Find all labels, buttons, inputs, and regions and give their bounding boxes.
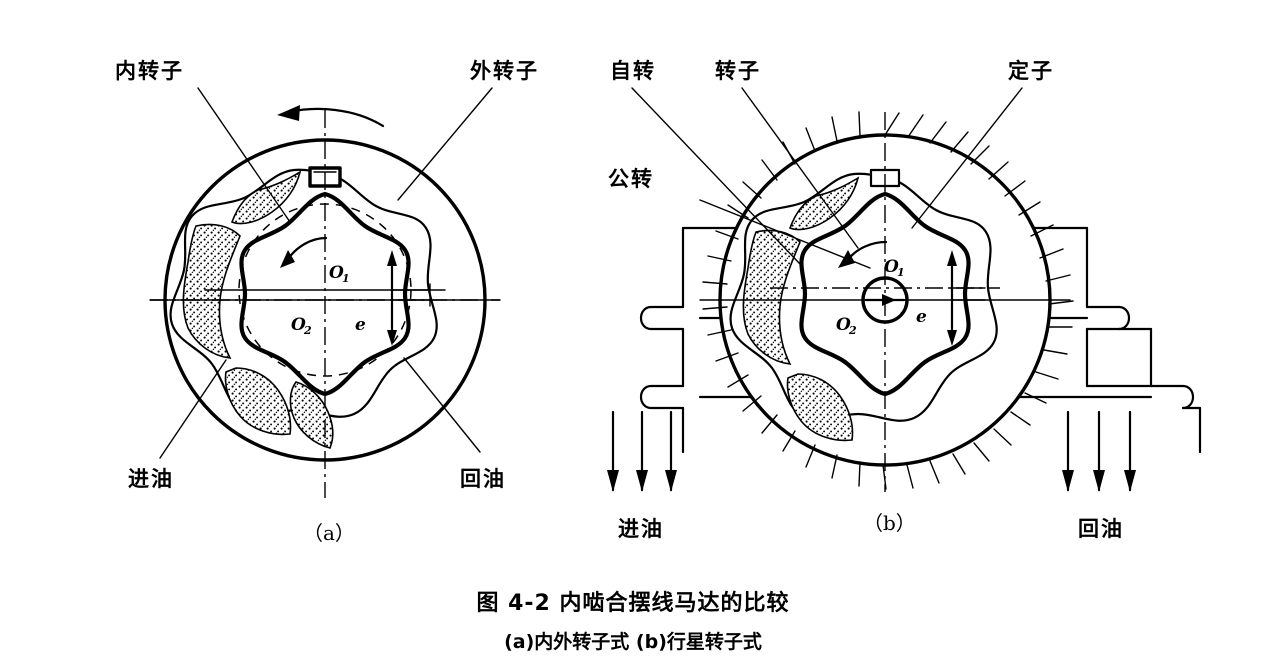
- panel-b-label-o2-sub: 2: [848, 324, 857, 337]
- panel-a-rotation-arrowhead: [277, 105, 300, 121]
- panel-a-label-o2: O: [291, 315, 306, 335]
- panel-a-label-outer-rotor: 外转子: [470, 59, 539, 83]
- panel-b-inlet-flow-arrows: [607, 410, 677, 492]
- panel-a-id: （a）: [303, 521, 355, 545]
- panel-a-leader-oil-inlet: [159, 359, 227, 459]
- panel-b-return-flow-arrows: [1062, 410, 1136, 492]
- panel-b-label-o1-sub: 1: [897, 266, 905, 279]
- panel-a-label-o2-sub: 2: [303, 324, 312, 337]
- panel-a-eccentricity-dimension: [387, 250, 431, 346]
- panel-a-label-o1: O: [329, 263, 344, 283]
- panel-b-label-o2: O: [836, 315, 851, 335]
- panel-a-label-eccentricity: e: [355, 315, 366, 335]
- panel-b-oil-chambers-stipple: [742, 176, 860, 442]
- panel-b-leader-self-rotation: [631, 87, 801, 265]
- panel-a-rotation-arrow: [277, 105, 385, 128]
- panel-a-leader-inner-rotor: [197, 87, 291, 223]
- panel-a-label-inner-rotor: 内转子: [115, 59, 184, 83]
- panel-b-label-eccentricity: e: [916, 307, 927, 327]
- panel-b-label-oil-return: 回油: [1078, 517, 1124, 541]
- panel-a-label-o1-sub: 1: [342, 272, 350, 285]
- panel-b-label-o1: O: [884, 257, 899, 277]
- panel-a-label-oil-return: 回油: [460, 467, 506, 491]
- panel-b-label-stator: 定子: [1008, 59, 1054, 83]
- panel-b-leader-orbit-rotation: [699, 199, 871, 269]
- panel-a-leader-outer-rotor: [397, 87, 493, 201]
- panel-a-oil-chambers-stipple: [182, 170, 334, 449]
- panel-b-stator-hatching: [702, 111, 1074, 490]
- panel-a-inner-rotation-arrow: [280, 236, 328, 268]
- panel-a-label-oil-inlet: 进油: [128, 467, 174, 491]
- panel-a-group: 内转子 外转子 进油 回油 O 1 O 2 e （a）: [115, 59, 539, 545]
- panel-b-eccentricity-dimension: [947, 250, 986, 346]
- panel-b-label-self-rotation: 自转: [610, 59, 656, 83]
- panel-b-label-oil-inlet: 进油: [618, 517, 664, 541]
- panel-a-rotation-arc: [287, 107, 385, 128]
- panel-b-group: 自转 转子 定子 公转 进油 回油 O 1 O 2 e （b）: [607, 59, 1202, 541]
- figure-caption-main: 图 4-2 内啮合摆线马达的比较: [476, 590, 789, 616]
- panel-b-leader-stator: [911, 87, 1023, 229]
- figure-caption-sub: (a)内外转子式 (b)行星转子式: [504, 630, 762, 653]
- panel-b-label-rotor: 转子: [715, 59, 761, 83]
- panel-b-id: （b）: [863, 511, 916, 535]
- panel-b-leader-rotor: [741, 87, 859, 249]
- panel-b-label-orbit-rotation: 公转: [608, 167, 654, 191]
- panel-a-leader-oil-return: [403, 357, 481, 453]
